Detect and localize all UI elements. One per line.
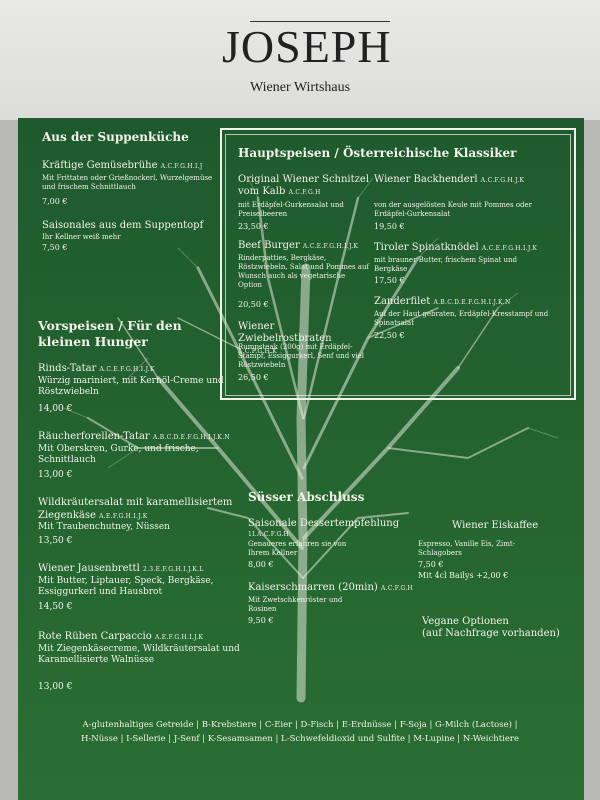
- allergen-code: A.E.F.G.H.I.J.K: [154, 634, 204, 641]
- dish-price: 14,00 €: [38, 404, 73, 414]
- allergen-code: A.C.F.G.H.K: [238, 348, 278, 355]
- allergen-code: A.C.E.F.G.H.I.J.K: [481, 245, 538, 252]
- vegan-note: (auf Nachfrage vorhanden): [422, 628, 560, 639]
- dish-desc: Mit Frittaten oder Grießnockerl, Wurzelg…: [42, 174, 213, 191]
- dish-price: 7,50 €: [418, 560, 444, 569]
- section-title-dessert: Süsser Abschluss: [248, 490, 365, 504]
- tree-illustration: [62, 177, 559, 703]
- dish-name: Wiener Zwiebelrostbraten A.C.F.G.H.K: [238, 321, 332, 355]
- dish-name: Kräftige Gemüsebrühe A.C.F.G.H.I.J: [42, 160, 203, 171]
- main-course-frame-inner: [225, 134, 571, 396]
- allergen-code: 1I.A.C.F.G.H: [248, 531, 290, 538]
- allergen-code: A.C.F.G.H: [288, 189, 321, 196]
- dish-price: 17,50 €: [374, 276, 405, 285]
- dish-desc: Espresso, Vanille Eis, Zimt-Schlagobers: [418, 540, 516, 557]
- dish-desc: mit brauner Butter, frischem Spinat und …: [374, 256, 518, 273]
- allergen-code: A.C.F.G.H.I.J: [160, 163, 203, 170]
- dish-name: Wiener Jausenbrettl 2.3.E.F.G.H.I.J.K.L: [38, 563, 204, 574]
- section-title-haupt: Hauptspeisen / Österreichische Klassiker: [238, 146, 517, 160]
- dish-price: 13,50 €: [38, 536, 73, 546]
- section-title-suppen: Aus der Suppenküche: [42, 130, 189, 144]
- dish-name: Kaiserschmarren (20min) A.C.F.G.H: [248, 582, 414, 593]
- menu-board: Aus der Suppenküche Kräftige Gemüsebrühe…: [18, 118, 584, 800]
- allergen-code: A.B.C.D.E.F.G.H.I.J.K.N: [152, 434, 230, 441]
- dish-name: Wiener Backhenderl A.C.F.G.H.J.K: [374, 174, 525, 185]
- allergen-code: A.C.E.F.G.H.I.J.K: [302, 243, 359, 250]
- dish-desc: Ihr Kellner weiß mehr: [42, 233, 121, 241]
- dish-name: Tiroler Spinatknödel A.C.E.F.G.H.I.J.K: [374, 242, 538, 253]
- dish-name: Räucherforellen-Tatar A.B.C.D.E.F.G.H.I.…: [38, 431, 230, 442]
- dish-price: 7,00 €: [42, 197, 68, 206]
- header: JOSEPH Wiener Wirtshaus: [0, 0, 600, 120]
- dish-price: 7,50 €: [42, 243, 68, 252]
- allergen-code: A.C.F.G.H: [381, 585, 414, 592]
- dish-price: 26,50 €: [238, 373, 269, 382]
- allergen-legend-line2: H-Nüsse | I-Sellerie | J-Senf | K-Sesams…: [80, 734, 520, 744]
- dish-price: 8,00 €: [248, 560, 274, 569]
- dish-name: Wiener Eiskaffee: [452, 520, 539, 531]
- dish-desc: Mit Traubenchutney, Nüssen: [38, 522, 170, 532]
- dish-extra: Mit 4cl Bailys +2,00 €: [418, 571, 509, 580]
- allergen-code: 2.3.E.F.G.H.I.J.K.L: [142, 566, 204, 573]
- dish-name: Rinds-Tatar A.C.E.F.G.H.I.J.K: [38, 363, 155, 374]
- logo-subtitle: Wiener Wirtshaus: [250, 80, 351, 95]
- dish-name: Rote Rüben Carpaccio A.E.F.G.H.I.J.K: [38, 631, 204, 642]
- dish-name: Saisonales aus dem Suppentopf: [42, 220, 204, 231]
- allergen-legend-line1: A-glutenhaltiges Getreide | B-Krebstiere…: [82, 720, 518, 730]
- dish-desc: von der ausgelösten Keule mit Pommes ode…: [374, 201, 533, 218]
- main-course-frame: [220, 128, 576, 400]
- dish-price: 9,50 €: [248, 616, 274, 625]
- dish-desc: Würzig mariniert, mit Kernöl-Creme und R…: [38, 376, 224, 397]
- dish-desc: Auf der Haut gebraten, Erdäpfel-Kresstam…: [374, 310, 549, 327]
- dish-price: 13,00 €: [38, 682, 73, 692]
- dish-desc: Mit Ziegenkäsecreme, Wildkräutersalat un…: [38, 644, 240, 665]
- dish-price: 13,00 €: [38, 470, 73, 480]
- dish-name: Beef Burger A.C.E.F.G.H.I.J.K: [238, 240, 359, 251]
- dish-price: 20,50 €: [238, 300, 269, 309]
- dish-desc: mit Erdäpfel-Gurkensalat und Preiselbeer…: [238, 201, 344, 218]
- allergen-code: A.C.E.F.G.H.I.J.K: [99, 366, 155, 373]
- logo-name: JOSEPH: [222, 21, 392, 72]
- dish-price: 14,50 €: [38, 602, 73, 612]
- dish-name: Wildkräutersalat mit karamellisiertem Zi…: [38, 497, 233, 521]
- allergen-code: A.C.F.G.H.J.K: [480, 177, 525, 184]
- dish-name: Zanderfilet A.B.C.D.E.F.G.H.I.J.K.N: [374, 296, 511, 307]
- dish-name: Saisonale Dessertempfehlung: [248, 518, 400, 529]
- dish-price: 23,50 €: [238, 222, 269, 231]
- section-title-vorspeisen: Vorspeisen / Für den kleinen Hunger: [38, 318, 182, 349]
- dish-desc: Mit Butter, Liptauer, Speck, Bergkäse, E…: [38, 576, 214, 597]
- dish-desc: Rumpsteak (200g) mit Erdäpfel-Stampf, Es…: [238, 343, 365, 369]
- dish-desc: Mit Oberskren, Gurke, und frische, Schni…: [38, 444, 199, 465]
- dish-name: Original Wiener Schnitzel vom Kalb A.C.F…: [238, 174, 370, 197]
- vegan-title: Vegane Optionen: [422, 616, 509, 627]
- dish-desc: Genaueres erfahren sie von Ihrem Kellner: [248, 540, 347, 557]
- dish-price: 22,50 €: [374, 331, 405, 340]
- allergen-code: A.E.F.G.H.I.J.K: [99, 513, 148, 520]
- dish-desc: Rinderpatties, Bergkäse, Röstzwiebeln, S…: [238, 254, 370, 289]
- dish-desc: Mit Zwetschkenröster und Rosinen: [248, 596, 343, 613]
- logo-line: [250, 21, 390, 22]
- allergen-code: A.B.C.D.E.F.G.H.I.J.K.N: [433, 299, 511, 306]
- dish-price: 19,50 €: [374, 222, 405, 231]
